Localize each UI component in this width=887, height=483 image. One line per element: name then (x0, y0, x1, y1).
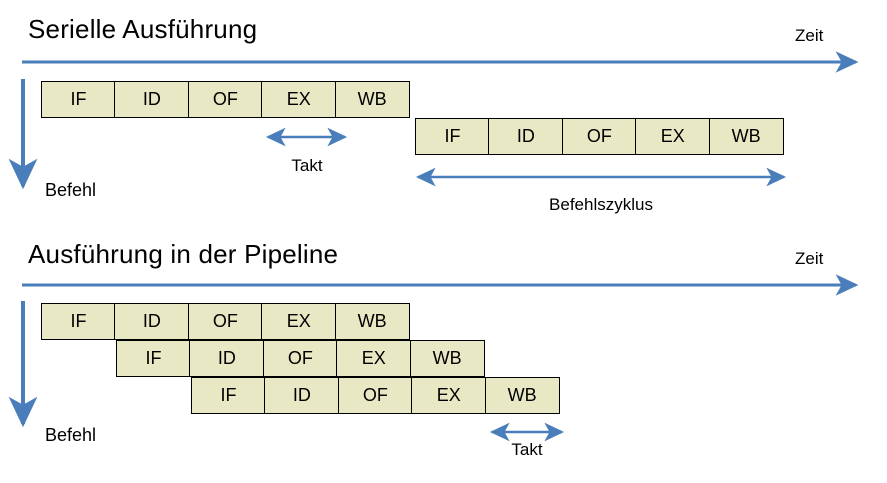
pipeline-instruction-row-2: IF ID OF EX WB (116, 340, 485, 377)
befehlszyklus-annotation-label: Befehlszyklus (549, 195, 653, 214)
stage-cell: WB (334, 81, 410, 118)
stage-cell: EX (261, 303, 337, 340)
stage-cell: ID (264, 377, 340, 414)
takt-annotation-label-serial: Takt (291, 156, 323, 175)
takt-annotation-label-pipeline: Takt (511, 440, 543, 459)
serial-instruction-row-2: IF ID OF EX WB (415, 118, 784, 155)
stage-cell: ID (488, 118, 564, 155)
stage-cell: ID (114, 303, 190, 340)
stage-cell: WB (484, 377, 560, 414)
stage-cell: ID (114, 81, 190, 118)
stage-cell: WB (409, 340, 485, 377)
stage-cell: OF (337, 377, 413, 414)
section-title-pipeline: Ausführung in der Pipeline (28, 239, 339, 269)
stage-cell: EX (261, 81, 337, 118)
stage-cell: EX (635, 118, 711, 155)
stage-cell: EX (411, 377, 487, 414)
stage-cell: IF (116, 340, 191, 377)
stage-cell: OF (561, 118, 637, 155)
time-axis-label-pipeline: Zeit (795, 249, 824, 268)
stage-cell: IF (415, 118, 490, 155)
section-title-serial: Serielle Ausführung (28, 14, 258, 44)
pipeline-instruction-row-3: IF ID OF EX WB (191, 377, 560, 414)
stage-cell: WB (334, 303, 410, 340)
time-axis-label-serial: Zeit (795, 26, 824, 45)
stage-cell: IF (41, 303, 116, 340)
instruction-axis-label-pipeline: Befehl (45, 425, 97, 445)
stage-cell: IF (41, 81, 116, 118)
instruction-axis-label-serial: Befehl (45, 180, 97, 200)
stage-cell: OF (187, 303, 263, 340)
stage-cell: ID (189, 340, 265, 377)
stage-cell: WB (708, 118, 784, 155)
stage-cell: OF (187, 81, 263, 118)
stage-cell: EX (336, 340, 412, 377)
pipeline-instruction-row-1: IF ID OF EX WB (41, 303, 410, 340)
stage-cell: IF (191, 377, 266, 414)
serial-instruction-row-1: IF ID OF EX WB (41, 81, 410, 118)
stage-cell: OF (262, 340, 338, 377)
